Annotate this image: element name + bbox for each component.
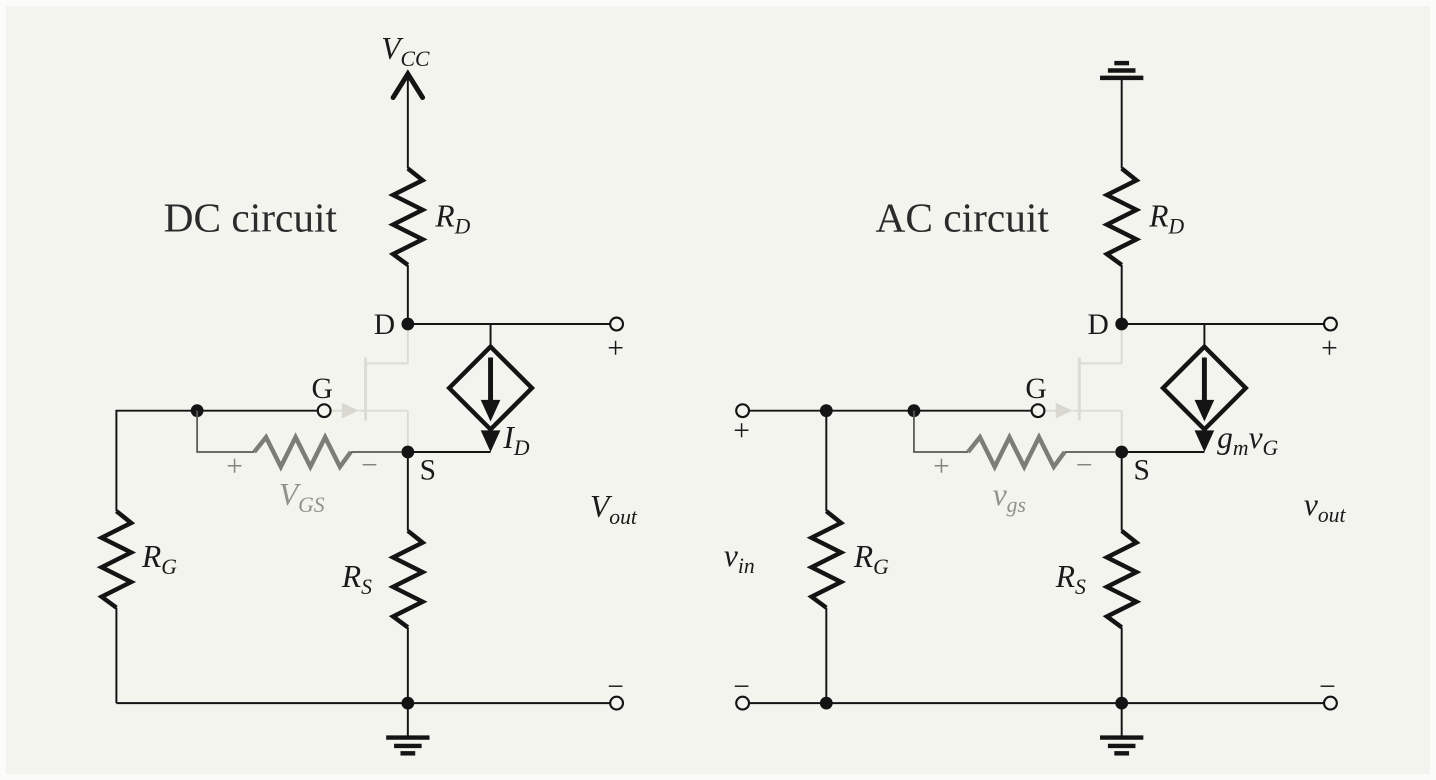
gate-arrow-icon <box>1055 402 1073 419</box>
output-minus-sign: − <box>1319 671 1336 703</box>
vgs-plus-sign: + <box>933 451 950 483</box>
output-minus-terminal <box>1322 695 1338 711</box>
transistor-ghost <box>1044 325 1123 452</box>
gate-node-label: G <box>312 373 333 405</box>
current-direction-arrowhead-icon <box>1194 430 1215 453</box>
input-plus-sign: + <box>733 415 750 447</box>
drain-node-label: D <box>374 309 395 341</box>
rg-label: RG <box>853 539 889 579</box>
ac-circuit: AC circuit RD D + <box>724 60 1347 756</box>
current-direction-arrowhead-icon <box>480 430 501 453</box>
gate-terminal <box>1030 403 1046 419</box>
rg-resistor <box>806 509 847 610</box>
rs-label: RS <box>341 559 372 599</box>
vcc-label: VCC <box>381 31 430 71</box>
dc-circuit: DC circuit VCC RD D + <box>96 31 638 756</box>
source-node-label: S <box>1134 455 1150 487</box>
gate-arrow-icon <box>341 402 359 419</box>
current-source-arrowhead-icon <box>1194 399 1215 422</box>
vgs-minus-sign: − <box>361 450 378 482</box>
vin-label: vin <box>724 538 755 578</box>
current-source-arrowhead-icon <box>480 399 501 422</box>
gate-node-label: G <box>1025 373 1046 405</box>
circuit-diagram: DC circuit VCC RD D + <box>96 31 1347 756</box>
rg-resistor <box>96 509 137 610</box>
input-plus-terminal <box>735 403 751 419</box>
bottom-junction-dot <box>819 696 833 710</box>
rd-resistor <box>1101 166 1142 267</box>
vgs-plus-sign: + <box>226 451 243 483</box>
output-plus-sign: + <box>1321 333 1338 365</box>
vgs-lead-in <box>196 410 255 453</box>
vout-label: vout <box>1304 487 1347 527</box>
input-minus-terminal <box>735 695 751 711</box>
vcc-arrow-icon <box>390 69 426 101</box>
dc-title: DC circuit <box>164 194 338 240</box>
vout-label: Vout <box>590 489 638 529</box>
rg-label: RG <box>141 539 177 579</box>
vgs-lead-in <box>913 410 969 453</box>
drain-node-label: D <box>1088 309 1109 341</box>
source-node-label: S <box>420 455 436 487</box>
output-plus-sign: + <box>607 333 624 365</box>
current-source-diamond <box>446 343 536 433</box>
ac-title: AC circuit <box>876 194 1050 240</box>
vgs-minus-sign: − <box>1076 450 1093 482</box>
vgs-branch: + − VGS <box>196 410 402 517</box>
current-source-diamond <box>1159 343 1249 433</box>
output-plus-terminal <box>1322 316 1338 332</box>
top-ground-symbol <box>1100 60 1144 169</box>
rd-label: RD <box>434 199 470 239</box>
gate-terminal <box>316 403 332 419</box>
vgs-branch: + − vgs <box>913 410 1116 517</box>
output-minus-sign: − <box>607 671 624 703</box>
vgs-label: VGS <box>279 477 325 517</box>
output-plus-terminal <box>609 316 625 332</box>
vgs-label: vgs <box>993 477 1026 517</box>
ground-symbol <box>1100 703 1144 756</box>
current-source: ID <box>446 324 536 460</box>
rs-resistor <box>1101 529 1142 630</box>
vgs-resistor <box>966 432 1067 472</box>
rd-label: RD <box>1148 199 1184 239</box>
rs-resistor <box>388 529 428 630</box>
gmvg-label: gmvG <box>1217 420 1278 460</box>
current-source: gmvG <box>1159 324 1279 460</box>
output-minus-terminal <box>609 695 625 711</box>
vgs-resistor <box>252 432 353 472</box>
transistor-ghost <box>331 325 409 452</box>
wire-gate-to-rg <box>115 409 318 512</box>
rs-label: RS <box>1055 559 1086 599</box>
id-label: ID <box>502 420 529 460</box>
ground-symbol <box>386 703 430 756</box>
rd-resistor <box>388 166 428 267</box>
input-minus-sign: − <box>733 671 750 703</box>
